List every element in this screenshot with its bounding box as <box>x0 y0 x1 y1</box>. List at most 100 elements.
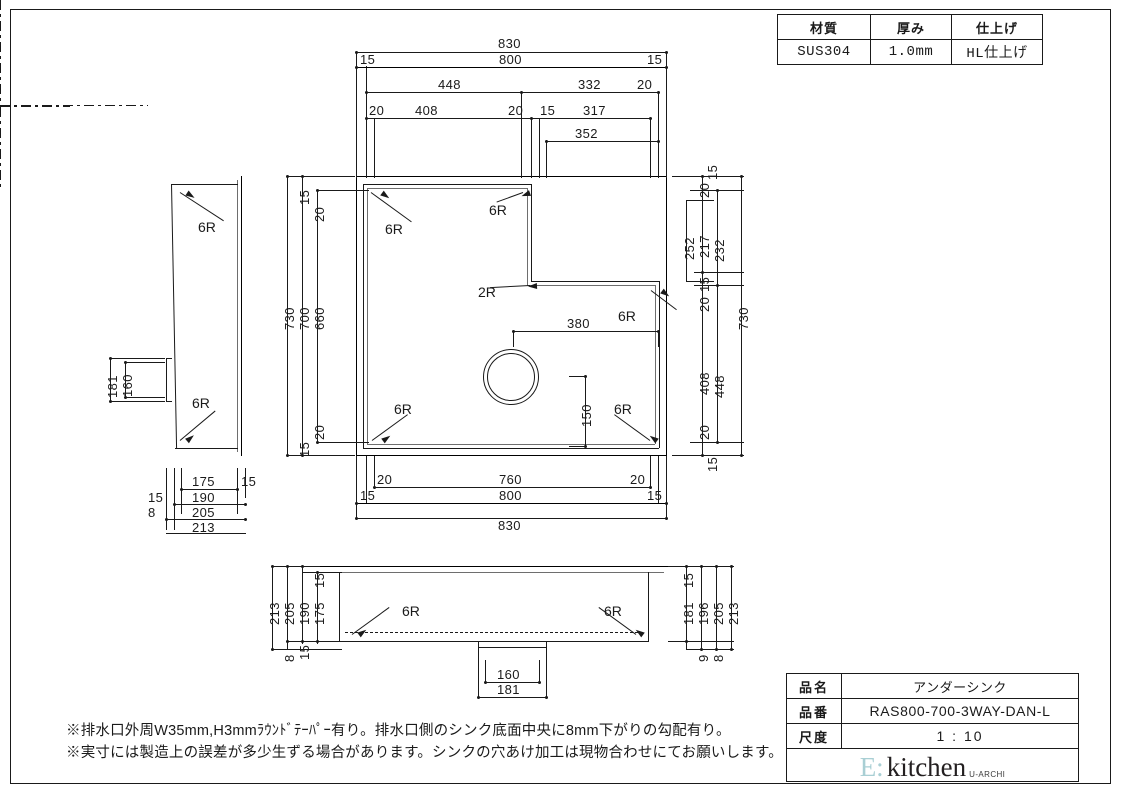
dim-730-right: 730 <box>736 307 751 330</box>
f-r-t3 <box>700 565 703 568</box>
dim-332-top: 332 <box>578 77 601 92</box>
plan-bowl-top-a <box>363 184 532 185</box>
dim-20-right-top: 20 <box>697 182 712 198</box>
ext-mid-448 <box>521 92 522 178</box>
logo-subtitle: U-ARCHI <box>969 770 1006 779</box>
dimline-205-front-r <box>716 566 717 650</box>
side-drain-stub-bottom <box>166 401 172 402</box>
dimline-181-front-bot <box>478 697 547 698</box>
ext-mid-352 <box>546 140 547 178</box>
ext-660-top <box>317 190 369 191</box>
f-l-t2 <box>271 648 274 651</box>
dim700-tick-b <box>301 454 304 457</box>
dim380-tick-left <box>512 330 515 333</box>
dim190s-tick-r <box>244 503 247 506</box>
plan-bowl-left-a <box>363 184 364 448</box>
ext-160-bot <box>125 397 165 398</box>
dim-730-left: 730 <box>282 307 297 330</box>
ext-b-830-l <box>356 456 357 518</box>
dim352-tick-l <box>545 140 548 143</box>
drain-outer-circle <box>483 349 539 405</box>
dim-160-side: 160 <box>120 374 135 397</box>
dim-r-t5 <box>716 284 719 287</box>
dim660-tick-t <box>316 189 319 192</box>
dimline-175-front <box>317 572 318 644</box>
ext-front-r-bot <box>686 649 734 650</box>
dim-700-left: 700 <box>297 307 312 330</box>
dim-15-left-bot: 15 <box>297 441 312 457</box>
dim730l-tick-t <box>286 175 289 178</box>
plan-bowl-right-b <box>655 285 656 444</box>
f-r-t8 <box>730 648 733 651</box>
dim-r-t3 <box>701 454 704 457</box>
dim-181-side: 181 <box>105 375 120 398</box>
dim-20-left-bot: 20 <box>312 424 327 440</box>
radius-label-top-left: 6R <box>385 221 403 237</box>
dim-205-front-r: 205 <box>711 602 726 625</box>
ext-depth-left <box>166 468 167 530</box>
drain-centerline-horizontal <box>0 105 148 106</box>
dim800-tick-l <box>355 66 358 69</box>
dim317-tick-r <box>649 117 652 120</box>
dim-15-front-r-top: 15 <box>681 572 696 588</box>
material-header-quality: 材質 <box>777 14 871 40</box>
f-r-t7 <box>730 565 733 568</box>
f-l-t3 <box>286 565 289 568</box>
title-value-name: アンダーシンク <box>841 673 1079 699</box>
dim-830-bottom: 830 <box>498 518 521 533</box>
logo-name: kitchen <box>886 752 967 782</box>
ext-depth-8 <box>174 468 175 530</box>
dim205s-tick-l <box>165 518 168 521</box>
ext-b-800-l <box>366 456 367 504</box>
dim-217: 217 <box>697 235 712 258</box>
ext-181-bot <box>110 401 165 402</box>
dimline-660-left <box>317 190 318 442</box>
ext-b-800-r <box>658 456 659 504</box>
dim-800-bottom: 800 <box>499 488 522 503</box>
side-drain-stub-left <box>166 358 167 402</box>
ext-bot-181-l <box>478 647 479 697</box>
f-l-t7 <box>316 571 319 574</box>
dim-213-side: 213 <box>192 520 215 535</box>
front-centerline <box>0 107 1 187</box>
dimline-800-top <box>356 67 667 69</box>
ext-660-bot <box>317 442 369 443</box>
dim830-tick-r <box>665 51 668 54</box>
plan-bowl-right-a <box>659 281 660 448</box>
dimline-160-side <box>125 362 126 398</box>
plan-view: 380 150 6R 6R 2R 6R 6R 6R <box>0 0 1123 457</box>
f-l-t8 <box>316 640 319 643</box>
dim730l-tick-b <box>286 454 289 457</box>
dim-20-top-left: 20 <box>369 103 385 118</box>
ext-730-top <box>287 176 355 178</box>
dimline-213-front-r <box>731 566 732 650</box>
dim-15-right-top: 15 <box>705 164 720 180</box>
dim448-tick-r <box>520 91 523 94</box>
dim-r-t6 <box>716 441 719 444</box>
ext-r-top <box>672 176 744 177</box>
dim700-tick-t <box>301 175 304 178</box>
dim332-tick-r <box>657 91 660 94</box>
side-body-top <box>171 184 238 185</box>
r2-arrow <box>527 283 538 290</box>
dim-20-right-mid: 20 <box>697 296 712 312</box>
dim190s-tick-l <box>173 503 176 506</box>
dim-175-front: 175 <box>312 602 327 625</box>
front-flange-top <box>318 566 668 568</box>
note-line-1: ※排水口外周W35mm,H3mmﾗｳﾝﾄﾞﾃｰﾊﾟｰ有り。排水口側のシンク底面中… <box>66 723 731 739</box>
dim-408-top: 408 <box>415 103 438 118</box>
plan-bowl-notch-right-b <box>527 188 528 285</box>
dim-352: 352 <box>575 126 598 141</box>
ext-r-232b <box>694 285 744 286</box>
plan-bowl-bottom-a <box>363 448 659 449</box>
dim-r-t2 <box>701 271 704 274</box>
title-value-code: RAS800-700-3WAY-DAN-L <box>841 698 1079 724</box>
dimline-830-top <box>356 52 667 53</box>
dim-205-side: 205 <box>192 505 215 520</box>
f-l-t5 <box>301 565 304 568</box>
dim-r-t7 <box>740 175 743 178</box>
title-value-scale: 1 : 10 <box>841 723 1079 749</box>
front-flange-bottom <box>322 572 664 573</box>
plan-bowl-left-b <box>367 188 368 444</box>
